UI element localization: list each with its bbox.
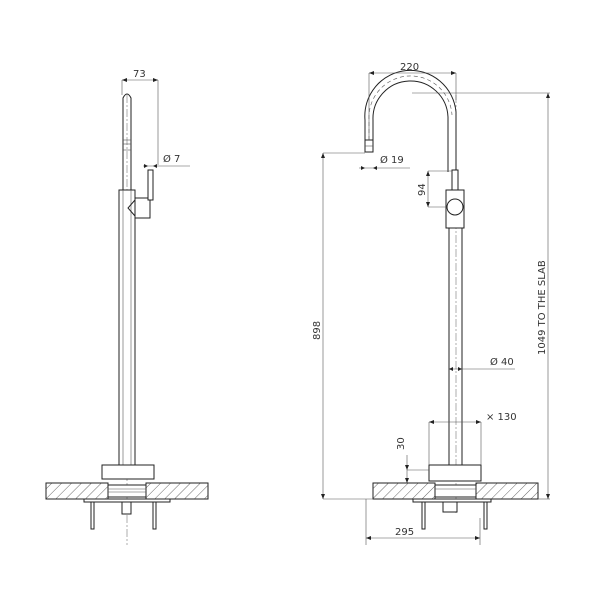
side-handle-lever bbox=[147, 169, 154, 201]
front-spout-inner bbox=[372, 80, 449, 172]
dim-220-label: 220 bbox=[400, 62, 419, 73]
dim-d40-label: Ø 40 bbox=[490, 356, 514, 368]
dim-d19-label: Ø 19 bbox=[380, 154, 404, 166]
front-bolt-left bbox=[421, 501, 426, 530]
side-slab-right bbox=[145, 482, 209, 500]
side-spout-tube bbox=[122, 93, 132, 190]
side-pipe-stub bbox=[121, 501, 132, 515]
front-slab-left bbox=[372, 482, 436, 500]
side-slab-left bbox=[45, 482, 109, 500]
front-mount-plate bbox=[434, 484, 477, 498]
dim-295-label: 295 bbox=[395, 527, 414, 538]
dim-d130-label: × 130 bbox=[486, 412, 517, 423]
side-view: 73 Ø 7 bbox=[45, 69, 209, 545]
dim-30-label: 30 bbox=[396, 437, 407, 450]
dim-1049-label: 1049 TO THE SLAB bbox=[537, 260, 548, 355]
dim-d7-label: Ø 7 bbox=[163, 153, 180, 165]
side-bolt-right bbox=[152, 501, 157, 530]
side-bolt-left bbox=[90, 501, 95, 530]
dim-94-label: 94 bbox=[417, 183, 428, 196]
front-spout-outer bbox=[364, 69, 457, 172]
dim-898-label: 898 bbox=[312, 321, 323, 340]
front-pipe-stub bbox=[442, 501, 458, 513]
side-handle-base bbox=[134, 197, 151, 219]
front-view: 220 Ø 19 94 898 1049 TO THE SLAB Ø 40 × bbox=[312, 62, 550, 545]
side-body bbox=[118, 189, 136, 466]
dim-73-label: 73 bbox=[133, 69, 146, 80]
front-handle-cartridge bbox=[446, 198, 464, 216]
front-slab-right bbox=[475, 482, 539, 500]
front-bolt-right bbox=[483, 501, 488, 530]
side-base-cover bbox=[101, 464, 155, 480]
front-base-cover bbox=[428, 464, 482, 482]
side-mount-plate bbox=[107, 484, 147, 498]
